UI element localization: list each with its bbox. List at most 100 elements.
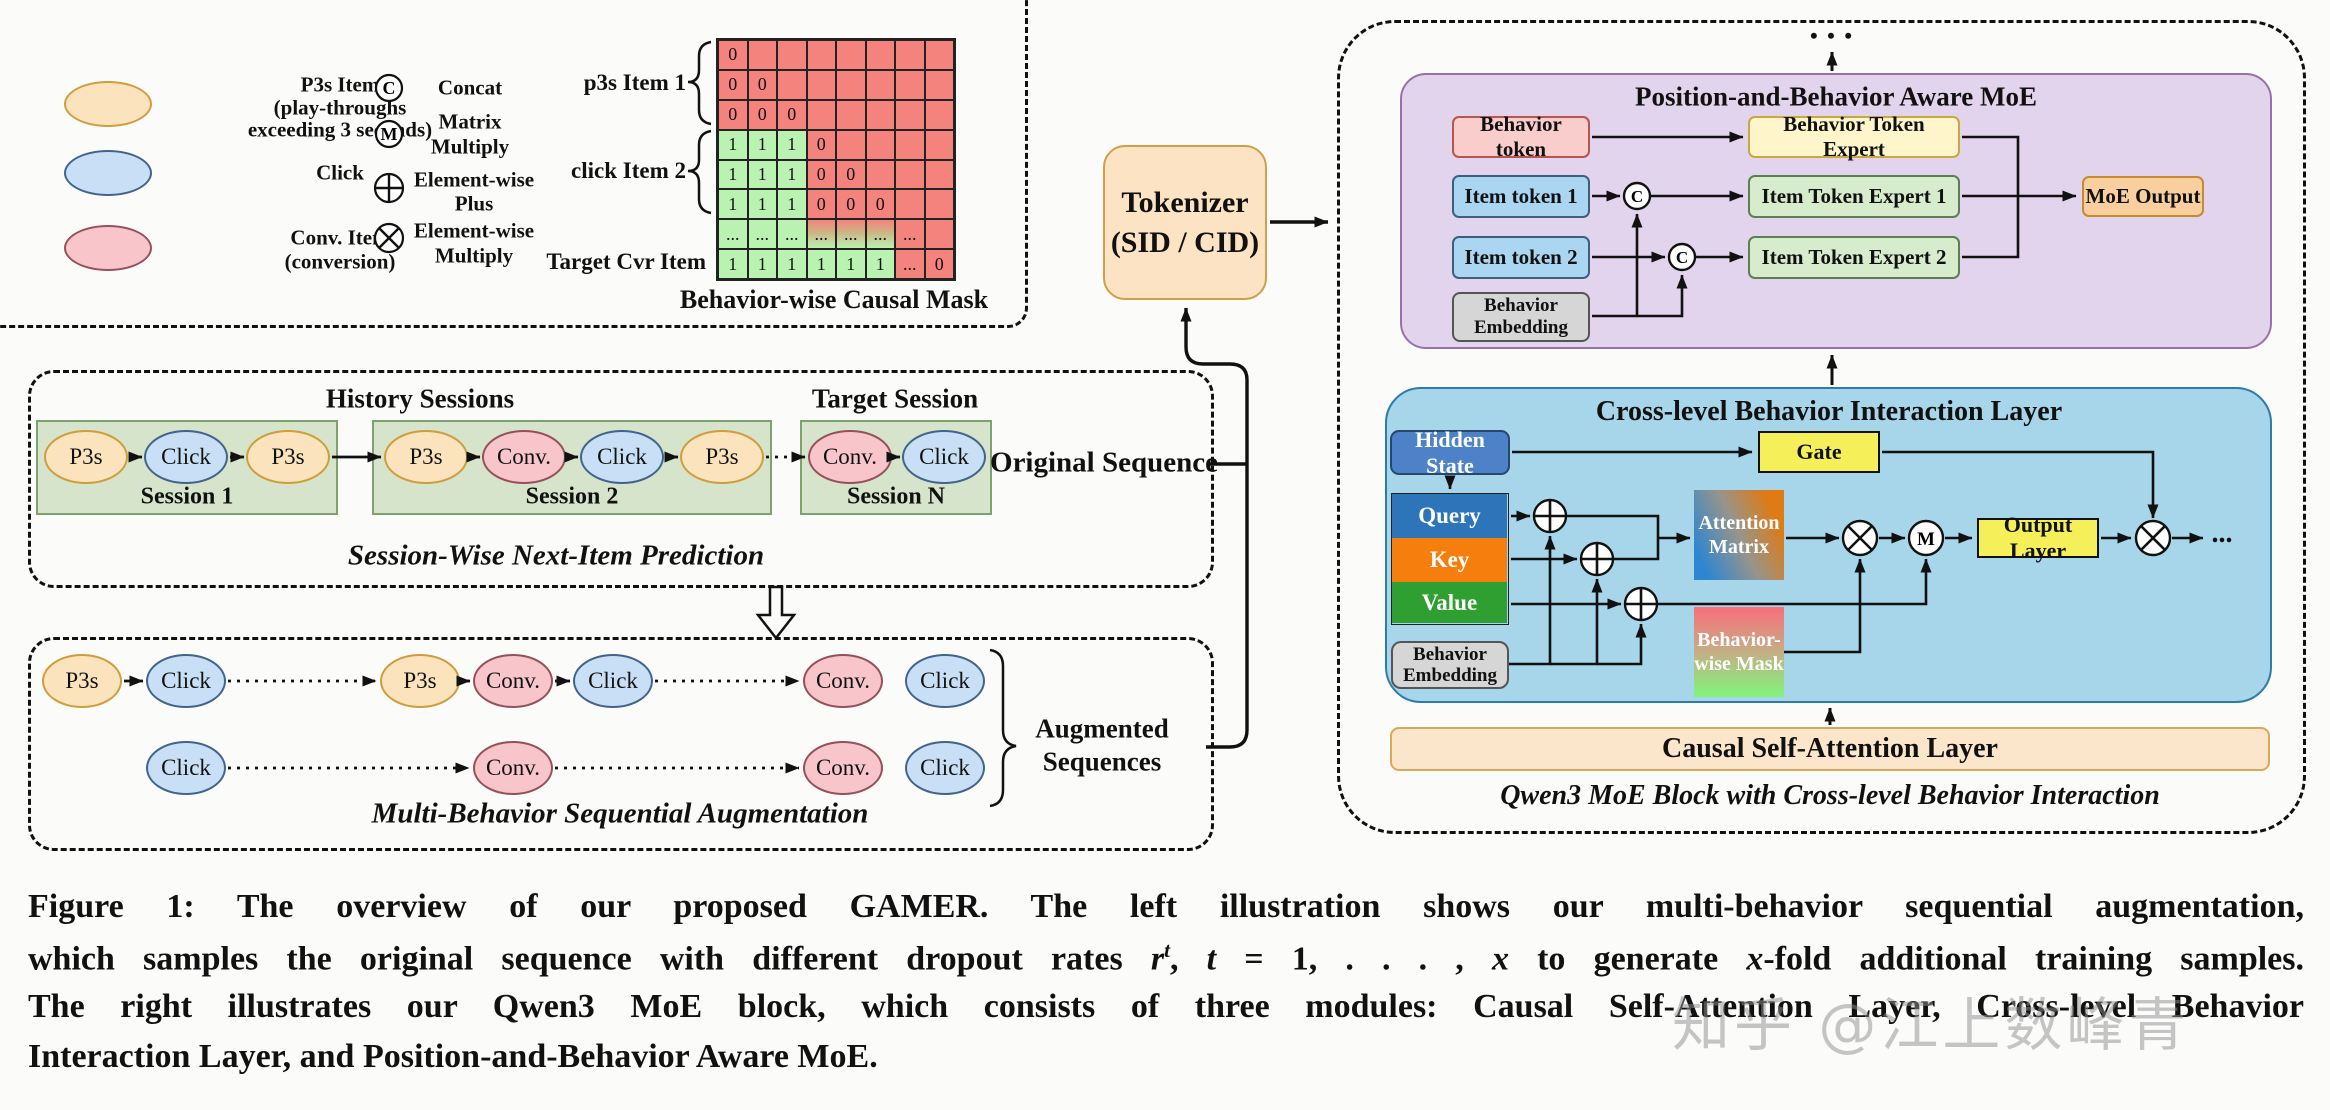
mask-cell: ... [865,219,895,250]
mask-cell: ... [806,219,836,250]
figure-caption-line2: which samples the original sequence with… [28,938,2304,978]
causal-self-attention-bar: Causal Self-Attention Layer [1390,727,2270,771]
augmented-node-click: Click [146,654,226,708]
behavior-embedding-box: Behavior Embedding [1391,641,1509,689]
mask-cell: 1 [836,249,866,280]
moe-output-box: MoE Output [2082,176,2204,217]
legend-conv-label: Conv. Item [290,225,390,250]
sequence-node-p3s: P3s [680,430,764,484]
mask-cell: 0 [718,40,748,70]
legend-plus-label: Element-wise [413,167,535,192]
attention-matrix-box: Attention Matrix [1694,490,1784,580]
mask-cell: 1 [718,129,748,160]
mask-cell: 1 [747,159,777,190]
mask-cell: ... [747,219,777,250]
legend-click-label: Click [316,160,364,185]
mask-cell [924,99,954,130]
legend-p3s-label: exceeding 3 seconds) [247,117,433,142]
mask-cell [806,69,836,100]
mask-cell: 0 [865,189,895,220]
mask-cell [747,40,777,70]
behavior-wise-mask-box: Behavior- wise Mask [1694,607,1784,697]
augmented-node-conv: Conv. [803,741,883,795]
mask-cell: 1 [747,249,777,280]
sequence-node-p3s: P3s [246,430,330,484]
item-token-expert-2-box: Item Token Expert 2 [1748,236,1960,279]
mask-cell [865,40,895,70]
legend-dashed-box [0,0,1028,328]
mask-cell: 1 [718,249,748,280]
mask-cell: ... [777,219,807,250]
query-box: Query [1392,494,1507,538]
mask-cell: 1 [777,129,807,160]
attention-matrix-label: Matrix [1709,536,1769,558]
mask-cell [836,129,866,160]
mask-cell [865,129,895,160]
behavior-embedding-label: Embedding [1474,317,1568,338]
mask-cell [924,159,954,190]
mask-cell [836,99,866,130]
attention-matrix-label: Attention [1698,512,1780,534]
mask-cell: ... [718,219,748,250]
session-label: Session 2 [525,483,619,510]
mask-title: Behavior-wise Causal Mask [679,285,989,314]
figure-caption-line4: Interaction Layer, and Position-and-Beha… [28,1038,878,1075]
target-session-header: Target Session [811,383,979,414]
original-sequence-label: Original Sequence [990,446,1218,479]
sequence-node-click: Click [580,430,664,484]
augmented-node-p3s: P3s [42,654,122,708]
mask-cell: 0 [806,159,836,190]
multi-behavior-caption: Multi-Behavior Sequential Augmentation [371,797,869,830]
augmented-node-conv: Conv. [473,741,553,795]
qwen3-block-caption: Qwen3 MoE Block with Cross-level Behavio… [1500,780,2160,811]
mask-cell [895,189,925,220]
behavior-embedding-box: Behavior Embedding [1452,292,1590,342]
mask-row-label: Target Cvr Item [546,249,706,274]
legend-conv-ellipse [64,225,152,271]
legend-matmul-label: Matrix [438,109,502,134]
mask-cell [865,99,895,130]
mask-cell: 1 [718,159,748,190]
mask-cell [865,159,895,190]
augmented-sequences-label: Sequences [1042,746,1162,777]
interaction-ellipsis: ... [2211,518,2233,549]
value-box: Value [1392,582,1507,623]
legend-elemmul-label: Multiply [434,243,514,268]
behavior-token-box: Behavior token [1452,112,1590,161]
sequence-node-conv: Conv. [482,430,566,484]
augmented-node-click: Click [905,741,985,795]
mask-cell [924,69,954,100]
mask-cell: 1 [747,189,777,220]
key-box: Key [1392,538,1507,582]
augmented-node-conv: Conv. [803,654,883,708]
mask-cell: 1 [865,249,895,280]
mask-cell: 0 [777,99,807,130]
behavior-wise-mask-label: wise Mask [1694,653,1784,675]
sequence-node-click: Click [144,430,228,484]
legend-conv-label: (conversion) [284,249,396,274]
item-token-2-box: Item token 2 [1452,236,1590,279]
down-block-arrow [755,585,797,641]
mask-cell [836,40,866,70]
session-label: Session 1 [140,483,234,510]
mask-cell: 0 [718,69,748,100]
mask-cell [865,69,895,100]
augmented-node-click: Click [905,654,985,708]
figure-caption-line3: The right illustrates our Qwen3 MoE bloc… [28,988,2304,1025]
mask-cell: 0 [924,249,954,280]
interaction-panel-title: Cross-level Behavior Interaction Layer [1595,396,2063,427]
mask-cell [895,40,925,70]
mask-cell [924,40,954,70]
legend-concat-label: Concat [437,75,503,100]
legend-matmul-label: Multiply [430,134,510,159]
tokenizer-label: Tokenizer [1121,186,1249,219]
mask-cell [895,69,925,100]
mask-cell: 0 [747,69,777,100]
behavior-token-expert-box: Behavior Token Expert [1748,112,1960,161]
mask-cell [777,40,807,70]
mask-row-label: click Item 2 [571,158,686,183]
behavior-embedding-label: Behavior [1413,644,1487,665]
behavior-embedding-label: Embedding [1403,665,1497,686]
session-wise-caption: Session-Wise Next-Item Prediction [347,539,765,572]
